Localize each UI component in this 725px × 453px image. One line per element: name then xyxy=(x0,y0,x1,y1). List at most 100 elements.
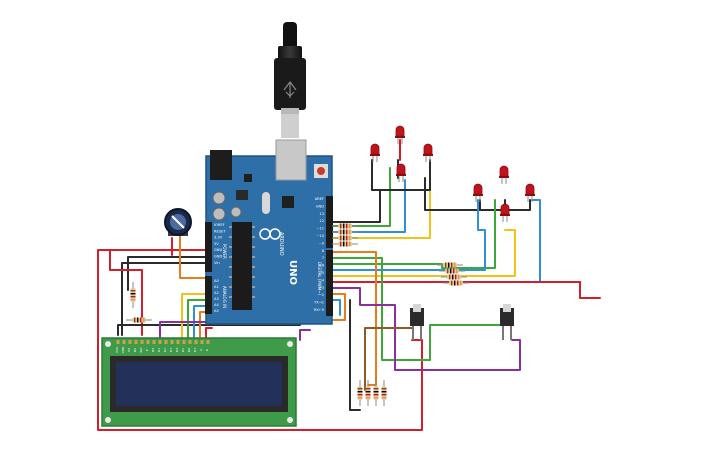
wire-led-ground-1[interactable] xyxy=(371,159,431,191)
wire-led-ground-3[interactable] xyxy=(424,177,506,211)
wire-top-red[interactable] xyxy=(109,249,143,336)
pin-label: 5V xyxy=(214,242,219,246)
led-icon[interactable] xyxy=(473,183,483,202)
lcd-pin[interactable] xyxy=(170,340,174,344)
pin-label: A4 xyxy=(214,303,219,307)
led-icon[interactable] xyxy=(499,165,509,184)
pin-label: A5 xyxy=(214,309,219,313)
power-label: POWER xyxy=(222,244,227,259)
lcd-pin[interactable] xyxy=(164,340,168,344)
led-icon[interactable] xyxy=(500,203,510,222)
lcd-pin[interactable] xyxy=(122,340,126,344)
potentiometer-icon[interactable] xyxy=(164,208,192,236)
wire-d5-yellow[interactable] xyxy=(331,229,516,277)
resistor-icon[interactable] xyxy=(373,380,379,406)
lcd-pin[interactable] xyxy=(158,340,162,344)
arduino-logo-icon xyxy=(259,228,281,240)
led-icon[interactable] xyxy=(423,143,433,162)
wire-green-right-button[interactable] xyxy=(411,324,501,361)
led-icon[interactable] xyxy=(525,183,535,202)
lcd-pin[interactable] xyxy=(134,340,138,344)
resistor-icon[interactable] xyxy=(381,380,387,406)
lcd-pin[interactable] xyxy=(200,340,204,344)
wire-d6-blue[interactable] xyxy=(331,199,486,271)
resistor-icon[interactable] xyxy=(365,380,371,406)
pin-label: A3 xyxy=(214,297,219,301)
wire-blue-lcd-right[interactable] xyxy=(331,299,341,316)
resistor-icon[interactable] xyxy=(437,262,463,268)
led-icon[interactable] xyxy=(370,143,380,162)
lcd-pin-label: D1 xyxy=(157,348,161,352)
pin-label: AREF xyxy=(315,197,324,201)
lcd-pin[interactable] xyxy=(128,340,132,344)
lcd-pin[interactable] xyxy=(146,340,150,344)
resistor-icon[interactable] xyxy=(439,268,465,274)
wire-a0-yellow[interactable] xyxy=(181,293,211,341)
lcd-pin[interactable] xyxy=(194,340,198,344)
resistor-icon[interactable] xyxy=(357,380,363,406)
pin-label: 12 xyxy=(319,219,324,223)
wire-purple-bottom[interactable] xyxy=(331,287,521,371)
resistor-icon[interactable] xyxy=(443,280,469,286)
lcd-pin-label: V0 xyxy=(127,348,131,352)
resistors xyxy=(126,223,469,406)
wire-d7-green[interactable] xyxy=(331,199,496,269)
resistor-icon[interactable] xyxy=(332,241,358,247)
resistor-icon[interactable] xyxy=(126,317,152,323)
pin-label: TX→1 xyxy=(313,301,324,305)
wire-lcd-black-bottom[interactable] xyxy=(117,324,301,336)
wire-d13-green[interactable] xyxy=(331,167,391,227)
pushbutton-left[interactable] xyxy=(410,304,424,340)
pin-label: A0 xyxy=(214,279,219,283)
pin-label: ~11 xyxy=(316,227,324,231)
wire-lcd-purple[interactable] xyxy=(159,321,213,341)
lcd-pin-label: D5 xyxy=(181,348,185,352)
wire-purple-lcd[interactable] xyxy=(299,329,311,341)
lcd-pin-label: D0 xyxy=(151,348,155,352)
wire-d2-orange[interactable] xyxy=(331,251,377,386)
wire-pot-orange[interactable] xyxy=(179,235,211,279)
lcd-pin[interactable] xyxy=(188,340,192,344)
pin-label: 8 xyxy=(322,249,325,253)
resistor-icon[interactable] xyxy=(332,223,358,229)
board-brand: ARDUINO xyxy=(278,232,284,256)
pushbutton-right[interactable] xyxy=(500,304,514,340)
lcd-pin[interactable] xyxy=(206,340,210,344)
lcd-pin[interactable] xyxy=(152,340,156,344)
lcd-pin[interactable] xyxy=(182,340,186,344)
pin-label: 13 xyxy=(319,212,324,216)
wire-black-resistors[interactable] xyxy=(349,299,361,411)
wire-red-right-long[interactable] xyxy=(579,281,601,299)
led-icon[interactable] xyxy=(395,125,405,144)
lcd-pin-label: D2 xyxy=(163,348,167,352)
pin-label: 3.3V xyxy=(214,236,223,240)
wire-brown-button[interactable] xyxy=(364,327,413,391)
pin-label: GND xyxy=(214,255,222,259)
resistor-icon[interactable] xyxy=(441,274,467,280)
arduino-board[interactable]: ARDUINO UNO POWER ANALOG IN DIGITAL (PWM… xyxy=(205,139,333,325)
wire-led-ground-5[interactable] xyxy=(504,199,531,211)
pin-label: RESET xyxy=(214,229,226,233)
led-icon[interactable] xyxy=(396,163,406,182)
lcd-pin[interactable] xyxy=(116,340,120,344)
lcd-screen xyxy=(116,362,282,406)
wire-gnd-black[interactable] xyxy=(127,256,211,291)
lcd-pin-label: RW xyxy=(139,348,143,353)
wire-lcd-red[interactable] xyxy=(205,327,213,341)
resistor-icon[interactable] xyxy=(130,282,136,308)
resistor-icon[interactable] xyxy=(332,235,358,241)
pin-label: ~9 xyxy=(319,241,325,245)
wire-a2-blue[interactable] xyxy=(193,305,211,341)
lcd-pin[interactable] xyxy=(140,340,144,344)
pin-label: RX←0 xyxy=(314,308,325,312)
resistor-icon[interactable] xyxy=(332,229,358,235)
pin-label: A1 xyxy=(214,285,219,289)
lcd-pin[interactable] xyxy=(176,340,180,344)
wire-a1-green[interactable] xyxy=(187,299,211,341)
